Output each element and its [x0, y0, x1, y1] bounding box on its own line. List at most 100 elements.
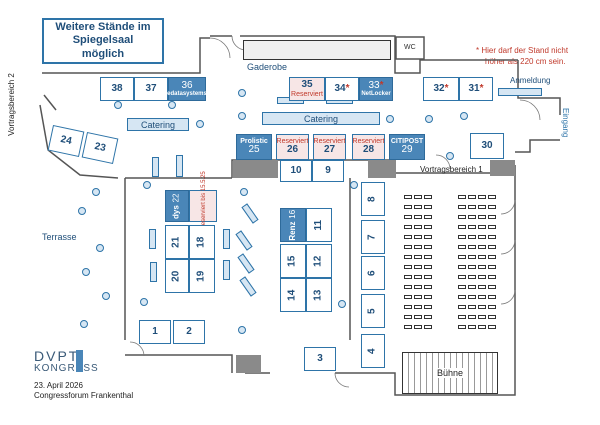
logo-top: DVPT: [34, 348, 80, 364]
catering-center: Catering: [262, 112, 380, 125]
booth-37[interactable]: 37: [134, 77, 168, 101]
booth-10[interactable]: 10: [280, 160, 312, 182]
booth-11[interactable]: 11: [306, 208, 332, 242]
booth-1[interactable]: 1: [139, 320, 171, 344]
pillar: [236, 355, 261, 373]
booth-number: 3: [317, 352, 323, 364]
reserved-label: Reserviert bis 15.5.25: [200, 170, 207, 230]
height-star: *: [444, 82, 449, 94]
reserved-label: Reserviert: [313, 138, 346, 146]
standing-table: [102, 292, 110, 300]
booth-3[interactable]: 3: [304, 347, 336, 371]
wc-label: WC: [404, 44, 416, 51]
standing-table: [96, 244, 104, 252]
booth-5[interactable]: 5: [361, 294, 385, 328]
booth-14[interactable]: 14: [280, 278, 306, 312]
booth-number: 22: [171, 193, 181, 203]
booth-26[interactable]: Reserviert 26: [276, 134, 309, 160]
booth-13[interactable]: 13: [306, 278, 332, 312]
standing-table: [446, 152, 454, 160]
booth-16[interactable]: Renz 16: [280, 208, 306, 242]
booth-15[interactable]: 15: [280, 244, 306, 278]
booth-25[interactable]: Prolistic 25: [236, 134, 272, 160]
reserved-label: Reserviert: [276, 138, 309, 146]
booth-22[interactable]: dys 22: [165, 190, 189, 222]
booth-19[interactable]: 19: [189, 259, 215, 293]
booth-6[interactable]: 6: [361, 256, 385, 290]
standing-table: [140, 298, 148, 306]
booth-company: edatasystems: [167, 91, 207, 98]
booth-21[interactable]: 21: [165, 225, 189, 259]
booth-12[interactable]: 12: [306, 244, 332, 278]
booth-27[interactable]: Reserviert 27: [313, 134, 346, 160]
booth-number: 7: [366, 234, 378, 240]
standing-table: [386, 115, 394, 123]
stage-label: Bühne: [432, 368, 468, 378]
booth-20[interactable]: 20: [165, 259, 189, 293]
booth-number: 30: [481, 139, 493, 151]
booth-7[interactable]: 7: [361, 220, 385, 254]
booth-30[interactable]: 30: [470, 133, 504, 159]
booth-number: 33: [368, 79, 380, 91]
anmeldung-label: Anmeldung: [510, 76, 551, 85]
booth-company: dys: [171, 204, 181, 219]
dvpt-logo: DVPT KONGRESS: [34, 348, 104, 376]
booth-35[interactable]: 35 Reserviert: [289, 77, 325, 101]
booth-31[interactable]: 31*: [459, 77, 493, 101]
booth-28[interactable]: Reserviert 28: [352, 134, 385, 160]
booth-22-text: dys 22: [172, 193, 183, 218]
event-venue: Congressforum Frankenthal: [34, 391, 134, 400]
booth-number: 4: [366, 348, 378, 354]
booth-8[interactable]: 8: [361, 182, 385, 216]
booth-2[interactable]: 2: [173, 320, 205, 344]
booth-number: 27: [323, 144, 336, 156]
standing-table: [238, 89, 246, 97]
booth-number: 25: [248, 144, 260, 156]
booth-number: 13: [312, 289, 324, 301]
booth-company: Prolistic: [240, 138, 268, 146]
height-note-line2: höher als 220 cm sein.: [485, 57, 566, 66]
booth-38[interactable]: 38: [100, 77, 134, 101]
gaderobe-label: Gaderobe: [247, 62, 288, 72]
booth-number: 21: [170, 236, 182, 248]
bistro-table: [149, 229, 156, 249]
standing-table: [338, 300, 346, 308]
reserved-label: Reserviert: [291, 90, 323, 98]
booth-number: 18: [195, 236, 207, 248]
more-booths-text: Weitere Stände im Spiegelsaal möglich: [55, 21, 151, 60]
booth-number: 6: [366, 270, 378, 276]
bistro-table: [223, 229, 230, 249]
booth-number: 2: [186, 325, 192, 337]
booth-33[interactable]: 33* NetLocker: [359, 77, 393, 101]
booth-number: 23: [93, 140, 107, 154]
standing-table: [425, 115, 433, 123]
booth-company: CITIPOST: [390, 138, 424, 146]
standing-table: [238, 326, 246, 334]
booth-34[interactable]: 34*: [325, 77, 359, 101]
eingang-label: Eingang: [561, 108, 570, 138]
booth-36[interactable]: 36 edatasystems: [167, 77, 207, 101]
bistro-table: [152, 157, 159, 177]
booth-32[interactable]: 32*: [423, 77, 459, 101]
booth-number: 29: [401, 144, 413, 156]
booth-17[interactable]: 17 Reserviert bis 15.5.25: [189, 171, 217, 241]
booth-number: 31: [468, 82, 480, 94]
booth-9[interactable]: 9: [312, 160, 344, 182]
standing-table: [80, 320, 88, 328]
anmeldung-desk: [498, 88, 542, 96]
booth-number: 35: [301, 79, 313, 91]
terrasse-label: Terrasse: [42, 232, 77, 242]
booth-4[interactable]: 4: [361, 334, 385, 368]
more-booths-box: Weitere Stände im Spiegelsaal möglich: [42, 18, 164, 64]
booth-number: 20: [170, 270, 182, 282]
booth-number: 10: [290, 164, 302, 176]
standing-table: [92, 188, 100, 196]
height-star: *: [479, 82, 484, 94]
booth-number: 15: [286, 255, 298, 267]
booth-company: Renz: [287, 221, 297, 241]
bistro-table: [223, 260, 230, 280]
booth-29[interactable]: CITIPOST 29: [389, 134, 425, 160]
logo-bottom: KONGRESS: [34, 363, 99, 374]
height-note-line1: * Hier darf der Stand nicht: [476, 46, 569, 55]
booth-18[interactable]: 18: [189, 225, 215, 259]
